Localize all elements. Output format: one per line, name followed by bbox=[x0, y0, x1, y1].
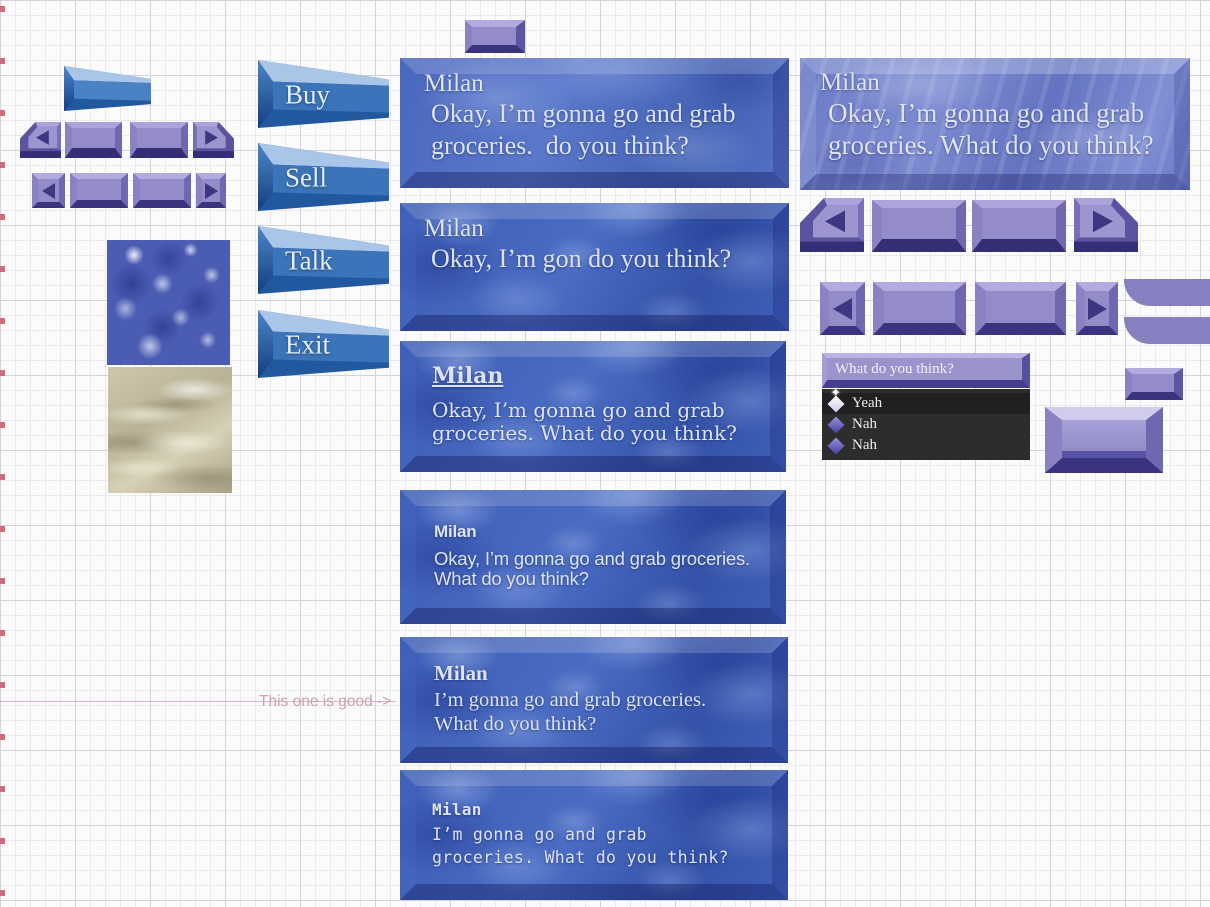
arrow-left-icon bbox=[36, 130, 49, 145]
menu-button-label: Sell bbox=[285, 162, 328, 193]
wedge-shape bbox=[258, 143, 389, 211]
choice-options-panel: Yeah Nah Nah bbox=[822, 389, 1030, 460]
dialog-text: I’m gonna go and grab groceries. What do… bbox=[432, 825, 729, 868]
dialog-box-slab: Milan Okay, I’m gonna go and grab grocer… bbox=[400, 341, 786, 472]
choice-option-nah[interactable]: Nah bbox=[822, 435, 1030, 456]
rounded-tab-shape[interactable] bbox=[1124, 317, 1210, 344]
rounded-tab-shape[interactable] bbox=[1124, 279, 1210, 306]
annotation-note: This one is good -> bbox=[259, 693, 392, 710]
choice-option-label: Nah bbox=[852, 437, 877, 453]
arrow-right-icon bbox=[1087, 297, 1107, 320]
diamond-bullet-icon bbox=[827, 437, 845, 454]
speaker-name: Milan bbox=[434, 661, 488, 685]
nav-next-button-large[interactable] bbox=[1076, 282, 1118, 335]
nav-blank-button-large[interactable] bbox=[975, 282, 1066, 335]
dialog-text: Okay, I’m gon do you think? bbox=[431, 244, 732, 273]
choice-prompt-bar: What do you think? bbox=[822, 353, 1030, 388]
nav-blank-button-large[interactable] bbox=[872, 200, 966, 252]
nav-prev-button-small[interactable] bbox=[20, 122, 61, 158]
dialog-text: Okay, I’m gonna go and grab groceries. W… bbox=[434, 548, 755, 589]
small-beveled-button[interactable] bbox=[1125, 368, 1183, 400]
nav-blank-button-large[interactable] bbox=[873, 282, 966, 335]
nav-prev-button-large[interactable] bbox=[800, 198, 864, 252]
arrow-left-icon bbox=[825, 210, 845, 233]
dialog-box-serif-typing: Milan Okay, I’m gon do you think? bbox=[400, 203, 789, 331]
arrow-right-icon bbox=[204, 182, 218, 199]
speaker-name: Milan bbox=[820, 69, 880, 96]
speaker-name: Milan bbox=[434, 522, 477, 541]
speaker-name: Milan bbox=[432, 363, 504, 389]
arrow-left-icon bbox=[42, 182, 55, 199]
nav-prev-button-small[interactable] bbox=[32, 173, 65, 208]
nav-blank-button-small[interactable] bbox=[133, 173, 191, 208]
menu-button-exit[interactable]: Exit bbox=[258, 310, 389, 378]
choice-option-label: Yeah bbox=[852, 395, 883, 411]
dialog-text: Okay, I’m gonna go and grab groceries. W… bbox=[828, 98, 1154, 161]
nav-next-button-small[interactable] bbox=[196, 173, 226, 208]
menu-button-label: Buy bbox=[285, 79, 331, 110]
large-beveled-button[interactable] bbox=[1045, 407, 1163, 473]
arrow-right-icon bbox=[1093, 210, 1113, 233]
dialog-text: Okay, I’m gonna go and grab groceries. d… bbox=[431, 99, 742, 160]
guide-line bbox=[0, 701, 396, 702]
diamond-bullet-icon bbox=[827, 416, 845, 433]
water-texture-swatch-tan bbox=[108, 367, 232, 493]
menu-button-talk[interactable]: Talk bbox=[258, 226, 389, 294]
dialog-box-sans: Milan Okay, I’m gonna go and grab grocer… bbox=[400, 490, 786, 624]
small-beveled-button[interactable] bbox=[465, 20, 525, 53]
menu-button-label: Talk bbox=[285, 245, 333, 276]
dialog-box-silk: Milan Okay, I’m gonna go and grab grocer… bbox=[800, 58, 1190, 190]
water-texture-swatch-blue bbox=[107, 240, 230, 365]
menu-button-sell[interactable]: Sell bbox=[258, 143, 389, 211]
choice-option-nah[interactable]: Nah bbox=[822, 414, 1030, 435]
menu-button-buy[interactable]: Buy bbox=[258, 60, 389, 128]
dialog-box-techno: Milan I’m gonna go and grab groceries. W… bbox=[400, 770, 788, 900]
dialog-box-serif: Milan Okay, I’m gonna go and grab grocer… bbox=[400, 58, 789, 188]
diamond-bullet-icon bbox=[827, 395, 845, 412]
choice-option-label: Nah bbox=[852, 416, 877, 432]
nav-next-button-small[interactable] bbox=[193, 122, 234, 158]
nav-blank-button-small[interactable] bbox=[130, 122, 188, 158]
menu-button-label: Exit bbox=[285, 329, 330, 360]
dialog-text: Okay, I’m gonna go and grab groceries. W… bbox=[432, 398, 737, 445]
choice-prompt-label: What do you think? bbox=[835, 360, 954, 377]
nav-prev-button-large[interactable] bbox=[820, 282, 865, 335]
nav-blank-button-small[interactable] bbox=[70, 173, 128, 208]
wedge-shape bbox=[258, 226, 389, 294]
arrow-left-icon bbox=[833, 297, 852, 320]
arrow-right-icon bbox=[205, 130, 218, 145]
choice-option-yeah[interactable]: Yeah bbox=[822, 393, 1030, 414]
wedge-shape bbox=[258, 310, 389, 378]
speaker-name: Milan bbox=[432, 800, 482, 819]
speaker-name: Milan bbox=[424, 215, 484, 242]
wedge-shape bbox=[64, 66, 151, 111]
nav-blank-button-large[interactable] bbox=[972, 200, 1066, 252]
dialog-box-serif-final: Milan I’m gonna go and grab groceries. W… bbox=[400, 637, 788, 763]
nav-blank-button-small[interactable] bbox=[65, 122, 122, 158]
wedge-shape bbox=[258, 60, 389, 128]
wedge-button-blank[interactable] bbox=[64, 66, 151, 111]
speaker-name: Milan bbox=[424, 70, 484, 97]
dialog-text: I’m gonna go and grab groceries. What do… bbox=[434, 689, 711, 736]
ruler-ticks bbox=[0, 6, 5, 906]
nav-next-button-large[interactable] bbox=[1074, 198, 1138, 252]
